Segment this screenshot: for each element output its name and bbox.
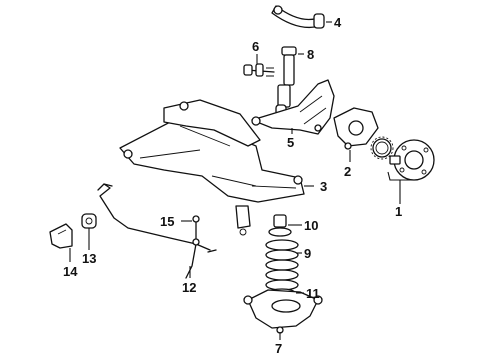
leader-lines — [69, 21, 414, 340]
stabilizer-bushing — [81, 213, 97, 229]
callout-3: 3 — [320, 179, 327, 194]
coil-spring — [265, 239, 299, 291]
callout-10: 10 — [304, 218, 318, 233]
callout-6: 6 — [252, 39, 259, 54]
callout-4: 4 — [334, 15, 342, 30]
upper-control-arm — [271, 5, 325, 29]
stabilizer-bar — [97, 183, 217, 279]
callout-12: 12 — [182, 280, 196, 295]
bump-stop — [268, 214, 292, 237]
callout-15: 15 — [160, 214, 174, 229]
callout-14: 14 — [63, 264, 78, 279]
callout-1: 1 — [395, 204, 402, 219]
callout-2: 2 — [344, 164, 351, 179]
tone-ring — [370, 136, 394, 160]
trailing-link — [243, 63, 275, 77]
callout-13: 13 — [82, 251, 96, 266]
lower-control-arm — [243, 289, 323, 334]
callout-9: 9 — [304, 246, 311, 261]
shock-absorber — [275, 46, 297, 116]
callout-7: 7 — [275, 341, 282, 356]
trailing-arm — [251, 79, 335, 135]
callout-8: 8 — [307, 47, 314, 62]
crossmember — [119, 99, 305, 236]
stabilizer-link — [192, 215, 200, 246]
callout-5: 5 — [287, 135, 294, 150]
hub-bearing — [389, 139, 435, 181]
callout-11: 11 — [306, 286, 320, 301]
knuckle — [333, 107, 379, 150]
bushing-bracket — [49, 223, 73, 249]
